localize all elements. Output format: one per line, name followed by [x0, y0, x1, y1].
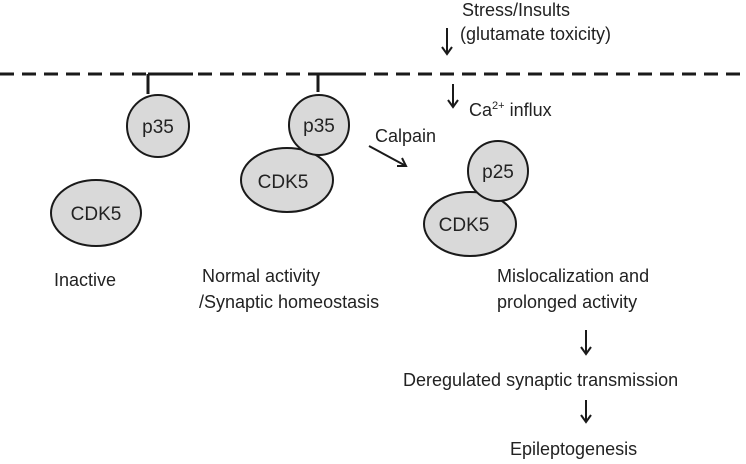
cdk5-inactive-node: CDK5 [50, 179, 142, 247]
svg-text:CDK5: CDK5 [258, 172, 309, 193]
normal-activity-label: Normal activity [202, 266, 321, 286]
svg-text:p35: p35 [303, 116, 335, 137]
arrow-to-deregulated [580, 330, 592, 356]
arrow-to-epileptogenesis [580, 400, 592, 424]
arrow-calpain [368, 145, 408, 167]
svg-text:p25: p25 [482, 162, 514, 183]
synaptic-homeostasis-label: /Synaptic homeostasis [199, 292, 380, 312]
membrane-anchor-1 [146, 72, 193, 94]
cdk5-p25-complex: CDK5 p25 [423, 140, 529, 257]
cdk5-p35-complex: CDK5 p35 [240, 94, 350, 213]
prolonged-activity-label: prolonged activity [497, 292, 638, 312]
inactive-label: Inactive [54, 270, 117, 290]
epileptogenesis-label: Epileptogenesis [510, 439, 638, 459]
svg-text:CDK5: CDK5 [439, 215, 490, 236]
calcium-influx-label: Ca2+ influx [469, 100, 552, 120]
arrow-calcium-down [447, 84, 459, 109]
deregulated-transmission-label: Deregulated synaptic transmission [403, 370, 679, 390]
stress-label: Stress/Insults [462, 0, 571, 20]
svg-text:p35: p35 [142, 117, 174, 138]
svg-text:CDK5: CDK5 [71, 204, 122, 225]
membrane-anchor-2 [316, 72, 360, 92]
mislocalization-label: Mislocalization and [497, 266, 650, 286]
calpain-label: Calpain [375, 126, 437, 146]
p35-inactive-node: p35 [126, 94, 190, 158]
glutamate-toxicity-label: (glutamate toxicity) [460, 24, 612, 44]
arrow-stress-down [441, 28, 453, 56]
